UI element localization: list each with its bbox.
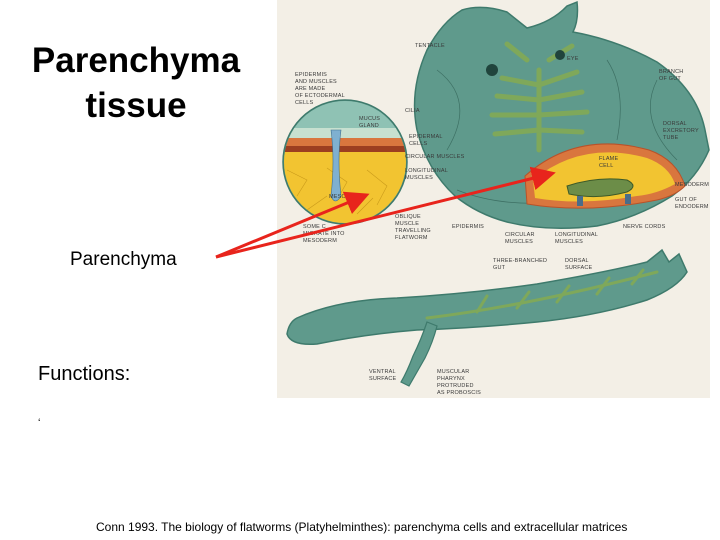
label-circular-low: CIRCULAR [505,232,535,238]
label-mucus-gland: MUCUS [359,116,380,122]
label-pharynx-3: PROTRUDED [437,383,474,389]
nerve-cord-left [577,196,583,206]
slide-title: Parenchyma tissue [31,41,241,125]
label-longitudinal-low: LONGITUDINAL [555,232,598,238]
eye-right [555,50,565,60]
label-flame-cell: FLAME [599,156,618,162]
label-cilia: CILIA [405,108,420,114]
bullet-mark: ‘ [38,417,41,429]
nerve-cord-right [625,194,631,204]
label-epidermis-low: EPIDERMIS [452,224,484,230]
label-some-cells-3: MESODERM [303,238,337,244]
label-oblique-2: MUSCLE [395,221,419,227]
label-three-branched-gut-2: GUT [493,265,506,271]
label-oblique: OBLIQUE [395,214,421,220]
label-mucus-gland-2: GLAND [359,123,379,129]
label-epidermis-2: AND MUSCLES [295,79,337,85]
label-pharynx: MUSCULAR [437,369,469,375]
label-gut-endoderm-2: ENDODERM [675,204,709,210]
label-oblique-4: FLATWORM [395,235,428,241]
label-epidermis-5: CELLS [295,100,314,106]
flatworm-illustration: TENTACLE EYE BRANCH OF GUT EPIDERMIS AND… [277,0,710,398]
upper-gut-branches [489,41,590,153]
label-mesoderm-right: MESODERM [675,182,709,188]
label-circular-low-2: MUSCLES [505,239,533,245]
label-ventral-surface: VENTRAL [369,369,396,375]
label-pharynx-2: PHARYNX [437,376,465,382]
label-tentacle: TENTACLE [415,43,445,49]
lower-gut-branches [425,268,659,320]
label-branch-gut: BRANCH [659,69,683,75]
label-epidermis-3: ARE MADE [295,86,325,92]
label-ventral-surface-2: SURFACE [369,376,397,382]
label-longitudinal-low-2: MUSCLES [555,239,583,245]
label-longitudinal: LONGITUDINAL [405,168,448,174]
functions-heading: Functions: [38,363,131,385]
label-epidermis-4: OF ECTODERMAL [295,93,345,99]
label-circular-muscles: CIRCULAR MUSCLES [405,154,465,160]
label-mesoderm-inner: MESODERM [329,194,363,200]
label-gut-endoderm: GUT OF [675,197,697,203]
label-longitudinal-2: MUSCLES [405,175,433,181]
pharynx-proboscis [400,321,438,387]
label-dorsal-surface: DORSAL [565,258,589,264]
label-branch-gut-2: OF GUT [659,76,681,82]
cross-section-gut [566,178,634,198]
citation-text: Conn 1993. The biology of flatworms (Pla… [96,520,628,534]
label-dorsal-excretory: DORSAL [663,121,687,127]
label-epidermal-cells-2: CELLS [409,141,428,147]
label-nerve-cords: NERVE CORDS [623,224,666,230]
label-some-cells: SOME C [303,224,326,230]
label-dorsal-surface-2: SURFACE [565,265,593,271]
label-epidermis: EPIDERMIS [295,72,327,78]
label-some-cells-2: MIGRATE INTO [303,231,345,237]
label-dorsal-excretory-2: EXCRETORY [663,128,699,134]
label-dorsal-excretory-3: TUBE [663,135,679,141]
label-oblique-3: TRAVELLING [395,228,431,234]
label-pharynx-4: AS PROBOSCIS [437,390,481,396]
eye-left [486,64,498,76]
label-eye: EYE [567,56,579,62]
parenchyma-pointer-label: Parenchyma [70,249,177,270]
label-three-branched-gut: THREE-BRANCHED [493,258,547,264]
label-epidermal-cells: EPIDERMAL [409,134,443,140]
label-flame-cell-2: CELL [599,163,614,169]
